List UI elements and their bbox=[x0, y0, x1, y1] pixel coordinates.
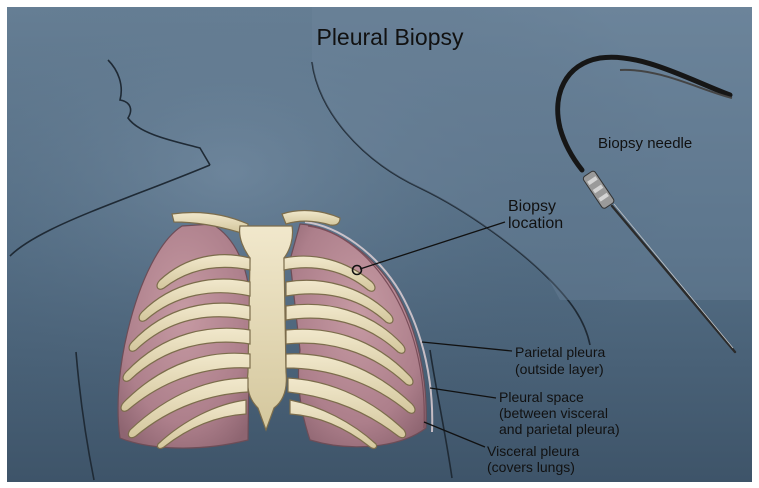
visceral-pleura-label: Visceral pleura (covers lungs) bbox=[487, 443, 583, 475]
parietal-pleura-label: Parietal pleura (outside layer) bbox=[515, 344, 609, 377]
figure-title: Pleural Biopsy bbox=[316, 24, 464, 50]
biopsy-location-label: Biopsy location bbox=[508, 198, 563, 232]
biopsy-needle-label: Biopsy needle bbox=[598, 135, 692, 152]
